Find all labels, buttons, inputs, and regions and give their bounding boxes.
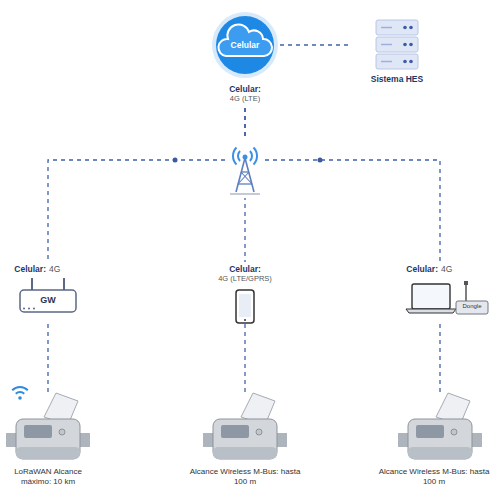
meter-display [416, 425, 444, 438]
dongle-antenna-tip [464, 281, 468, 285]
water-meter-node: Alcance Wireless M-Bus: hasta 100 m [372, 395, 496, 495]
tower-base [230, 193, 260, 195]
gateway-led [28, 308, 30, 310]
laptop-screen [412, 284, 450, 309]
dongle-body [456, 301, 488, 314]
meter-base [408, 447, 472, 459]
gateway-led [23, 308, 25, 310]
server-slot [381, 44, 392, 46]
phone-body [236, 290, 254, 323]
tower-mask [228, 138, 262, 198]
meter-body [16, 419, 80, 459]
meter-display [221, 425, 249, 438]
tower-brace [238, 183, 252, 184]
meter-body [408, 419, 472, 459]
server-led [403, 60, 407, 64]
node-label: Celular: [210, 84, 280, 94]
server-unit [376, 37, 418, 52]
phone-screen [239, 294, 251, 317]
server-led [409, 43, 413, 47]
server-unit [376, 20, 418, 35]
dashed-connector [439, 324, 440, 395]
tower-brace [241, 172, 252, 184]
dashed-connector [280, 44, 352, 45]
server-slot [381, 27, 392, 29]
server-led [403, 26, 407, 30]
meter-dial [59, 429, 65, 435]
tower-brace [241, 171, 249, 172]
water-meter-node: Alcance Wireless M-Bus: hasta 100 m [180, 395, 310, 495]
server-slot [381, 61, 392, 63]
tower-brace [238, 172, 249, 184]
cloud-halo [212, 12, 278, 78]
meter-base [16, 447, 80, 459]
server-led [403, 43, 407, 47]
dashed-connector [244, 324, 245, 395]
node-label: 4G (LTE/GPRS) [200, 274, 290, 283]
cloud-node: CelularCelular:4G (LTE) [210, 12, 280, 108]
gateway-antenna [31, 278, 33, 290]
laptop-base [406, 309, 456, 313]
water-meter-node: LoRaWAN Alcance máximo: 10 km [0, 395, 96, 495]
server-led [409, 60, 413, 64]
node-label: 4G [441, 264, 471, 274]
node-label: Celular: [400, 264, 438, 274]
signal-arc [253, 148, 257, 165]
signal-arc [250, 151, 252, 161]
node-label: 4G [49, 264, 79, 274]
dashed-connector [245, 108, 440, 262]
junction-dot [318, 158, 323, 163]
meter-dial [256, 429, 262, 435]
laptop-node: Celular:4G Dongle [396, 262, 492, 324]
server-unit [376, 54, 418, 69]
meter-body [213, 419, 277, 459]
cloud-shape [218, 24, 272, 56]
tower-top [243, 155, 248, 160]
wifi-symbol [12, 387, 28, 390]
phone-node: Celular:4G (LTE/GPRS) [200, 262, 290, 324]
node-label: Celular [220, 40, 270, 50]
server-led [409, 26, 413, 30]
dashed-connector [47, 324, 48, 395]
signal-arc [238, 151, 240, 161]
meter-base [213, 447, 277, 459]
node-label: Alcance Wireless M-Bus: hasta 100 m [183, 467, 307, 486]
wifi-symbol [16, 392, 24, 394]
wifi-symbol [18, 396, 22, 400]
node-label: LoRaWAN Alcance máximo: 10 km [8, 467, 88, 486]
node-label: GW [20, 295, 76, 306]
node-label: Alcance Wireless M-Bus: hasta 100 m [372, 467, 496, 486]
node-label: Celular: [10, 264, 46, 274]
meter-display [24, 425, 52, 438]
node-label: Celular: [200, 264, 290, 274]
node-label: Sistema HES [352, 74, 442, 84]
junction-dot [173, 158, 178, 163]
meter-dial [451, 429, 457, 435]
hes-server-node: Sistema HES [352, 10, 442, 90]
gateway-led [33, 308, 35, 310]
dashed-connector [48, 108, 245, 262]
phone-button [244, 319, 246, 321]
gateway-node: Celular:4G GW [10, 262, 86, 324]
node-label: 4G (LTE) [210, 94, 280, 103]
dongle-antenna [465, 284, 467, 301]
node-label: Dongle [456, 303, 488, 310]
cloud-circle [216, 16, 274, 74]
gateway-antenna [63, 278, 65, 290]
signal-arc [233, 148, 237, 165]
gateway-body [20, 290, 76, 312]
